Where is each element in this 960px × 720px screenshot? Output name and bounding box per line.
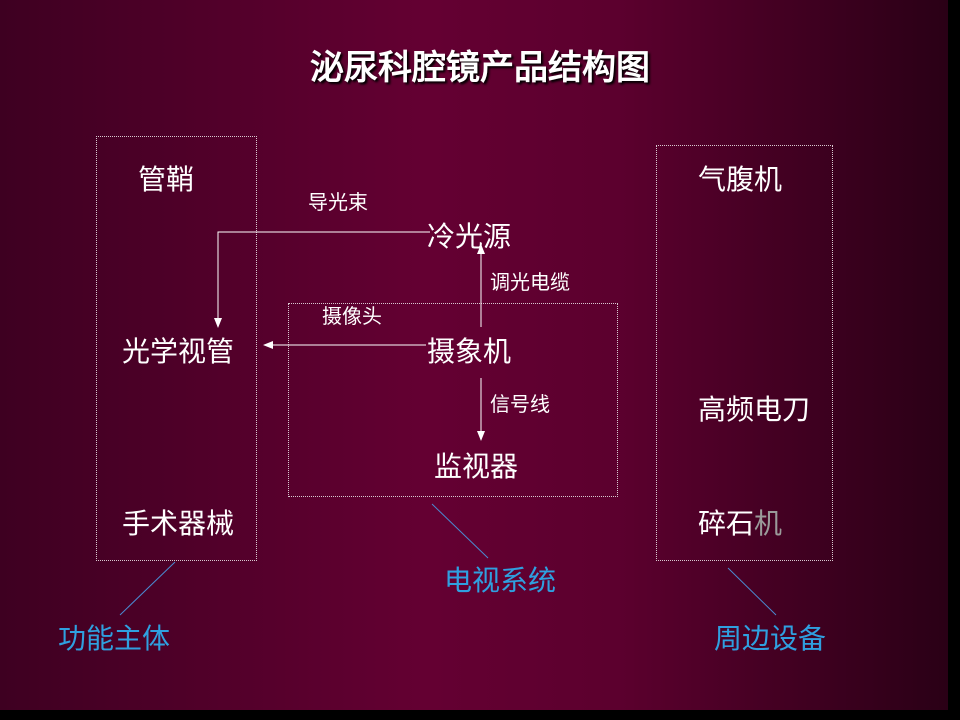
peripheral-leader — [727, 567, 777, 616]
functional-body-caption: 功能主体 — [58, 622, 171, 655]
slide-shadow-right — [948, 8, 960, 720]
electrosurgical-unit-label: 高频电刀 — [698, 393, 811, 426]
signal-line-label: 信号线 — [490, 392, 550, 416]
optical-scope-label: 光学视管 — [122, 335, 235, 368]
peripheral-equipment-box — [656, 145, 833, 561]
tv-system-leader — [431, 503, 489, 559]
dimmer-cable-label: 调光电缆 — [490, 270, 570, 294]
cold-light-source-label: 冷光源 — [427, 220, 512, 253]
tv-system-caption: 电视系统 — [444, 564, 557, 597]
insufflator-label: 气腹机 — [698, 163, 783, 196]
monitor-label: 监视器 — [434, 450, 519, 483]
slide-shadow-bottom — [8, 710, 960, 720]
slide-background — [0, 0, 948, 710]
lithotripter-label-part1: 碎石 — [698, 507, 755, 540]
lithotripter-label-part2: 机 — [754, 507, 783, 540]
functional-body-leader — [119, 561, 176, 616]
tv-system-box — [288, 303, 618, 497]
camera-head-label: 摄像头 — [322, 304, 382, 328]
peripheral-equipment-caption: 周边设备 — [714, 622, 827, 655]
surgical-instruments-label: 手术器械 — [122, 507, 235, 540]
lithotripter-label: 碎石机 — [698, 510, 782, 538]
sheath-label: 管鞘 — [138, 163, 195, 196]
light-guide-line — [214, 231, 430, 328]
camera-label: 摄象机 — [427, 335, 512, 368]
diagram-title: 泌尿科腔镜产品结构图 — [310, 48, 650, 88]
light-guide-label: 导光束 — [308, 190, 368, 214]
functional-body-box — [96, 136, 257, 561]
